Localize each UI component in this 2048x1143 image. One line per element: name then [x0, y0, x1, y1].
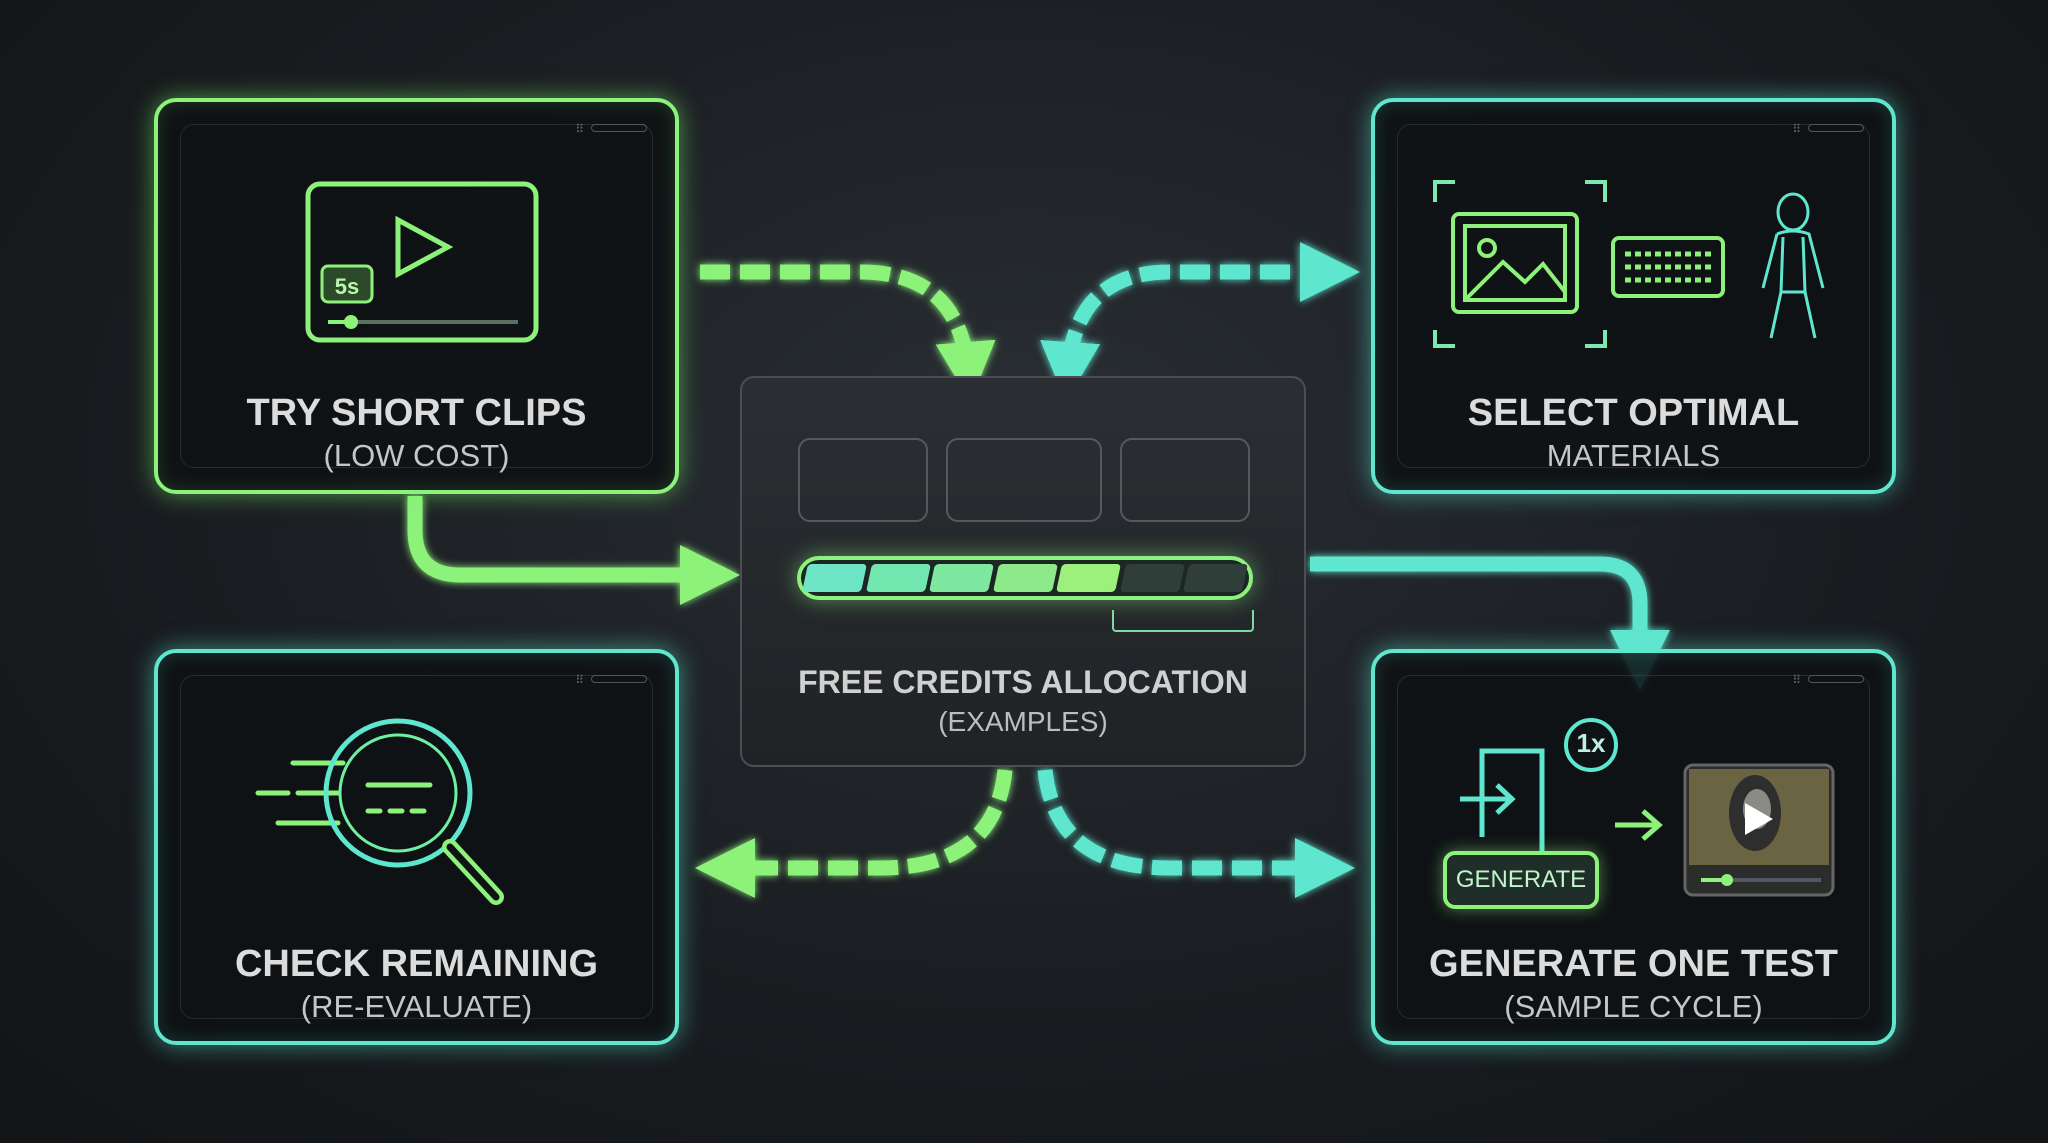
multiplier-badge — [1564, 718, 1618, 772]
progress-segment-empty — [1183, 564, 1249, 592]
card-free-credits-allocation[interactable]: FREE CREDITS ALLOCATION (EXAMPLES) — [740, 376, 1306, 767]
card-title: CHECK REMAINING — [234, 943, 599, 985]
center-subtitle: (EXAMPLES) — [938, 706, 1108, 737]
arrow-clips-to-credits — [700, 264, 996, 402]
door-enter-icon — [1460, 748, 1545, 853]
arrow-credits-to-generate — [1037, 769, 1355, 898]
humanoid-figure-icon — [1761, 192, 1825, 339]
progress-segment-filled — [992, 564, 1058, 592]
card-generate-test[interactable]: ⠿ 1x GENERATE GENERATE ONE TEST (SAMPLE … — [1371, 649, 1896, 1045]
magnifier-icon — [255, 718, 504, 905]
card-subtitle: (SAMPLE CYCLE) — [1504, 989, 1763, 1024]
duration-badge: 5s — [334, 274, 360, 299]
arrow-credits-materials — [1040, 242, 1360, 402]
play-icon — [1745, 803, 1773, 835]
keyboard-icon — [1611, 236, 1725, 298]
progress-segment-filled — [929, 564, 994, 592]
progress-segment-filled — [865, 564, 931, 592]
card-subtitle: (LOW COST) — [323, 438, 510, 473]
progress-segment-empty — [1119, 564, 1185, 592]
video-player-icon — [305, 181, 539, 343]
card-title: TRY SHORT CLIPS — [246, 392, 587, 434]
image-icon — [1433, 180, 1607, 348]
arrow-clips-down-to-credits — [407, 496, 740, 605]
credits-progress-bar — [797, 556, 1253, 600]
multiplier-label: 1x — [1576, 728, 1606, 758]
arrow-right-icon — [1615, 809, 1663, 841]
allocation-slot — [1120, 438, 1250, 522]
card-select-materials[interactable]: ⠿ SELECT OPTIMAL MATERIALS — [1371, 98, 1896, 494]
card-subtitle: MATERIALS — [1546, 438, 1721, 473]
arrow-credits-to-test — [1310, 556, 1670, 690]
arrow-credits-to-check — [695, 769, 1013, 898]
card-title: GENERATE ONE TEST — [1429, 943, 1838, 985]
allocation-slot — [798, 438, 928, 522]
card-try-short-clips[interactable]: ⠿ 5s TRY SHORT CLIPS (LOW COST) — [154, 98, 679, 494]
progress-segment-filled — [1056, 564, 1121, 592]
allocation-slot — [946, 438, 1102, 522]
video-thumbnail — [1683, 763, 1835, 897]
center-title: FREE CREDITS ALLOCATION — [798, 664, 1248, 700]
card-subtitle: (RE-EVALUATE) — [300, 989, 533, 1024]
generate-button[interactable]: GENERATE — [1443, 851, 1599, 909]
card-check-remaining[interactable]: ⠿ CHECK REMAINING (RE-EVALUATE) — [154, 649, 679, 1045]
progress-segment-filled — [802, 564, 867, 592]
card-title: SELECT OPTIMAL — [1467, 392, 1800, 434]
